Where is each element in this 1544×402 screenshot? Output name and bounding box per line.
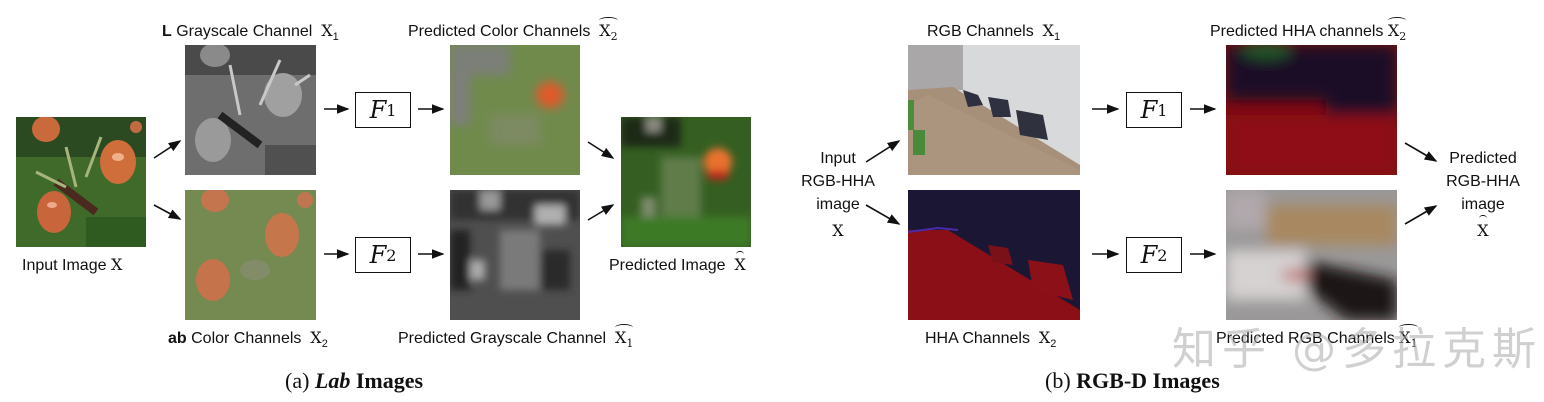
pred-rgb-label: Predicted RGB Channels X1 (1216, 323, 1419, 351)
l-grayscale-image (185, 45, 316, 175)
predicted-rgbhha-label: Predicted RGB-HHA image X (1446, 150, 1520, 240)
ab-channel-label: ab Color Channels X2 (168, 328, 328, 351)
hha-channels-label: HHA Channels X2 (925, 328, 1057, 351)
hha-channels-image (908, 190, 1080, 320)
l-channel-label: L Grayscale Channel X1 (162, 21, 339, 44)
input-image (16, 117, 146, 247)
predicted-color-image (450, 45, 580, 175)
input-image-label: Input Image X (22, 255, 123, 274)
input-rgbhha-label: Input RGB-HHA image X (801, 150, 875, 240)
predicted-hha-image (1226, 45, 1397, 175)
predicted-grayscale-image (450, 190, 580, 320)
pred-hha-label: Predicted HHA channels X2 (1210, 16, 1407, 44)
predicted-rgb-image (1226, 190, 1397, 320)
predicted-image (621, 117, 751, 247)
caption-b: (b) RGB-D Images (1045, 368, 1220, 393)
rgb-channels-image (908, 45, 1080, 175)
watermark: 知乎 @多拉克斯 (1172, 324, 1542, 375)
pred-color-label: Predicted Color Channels X2 (408, 16, 619, 44)
caption-a: (a) Lab Images (285, 368, 424, 393)
ab-color-image (185, 190, 316, 320)
pred-gray-label: Predicted Grayscale Channel X1 (398, 323, 634, 351)
rgb-channels-label: RGB Channels X1 (927, 21, 1061, 44)
pred-image-label: Predicted Image X (609, 251, 746, 274)
